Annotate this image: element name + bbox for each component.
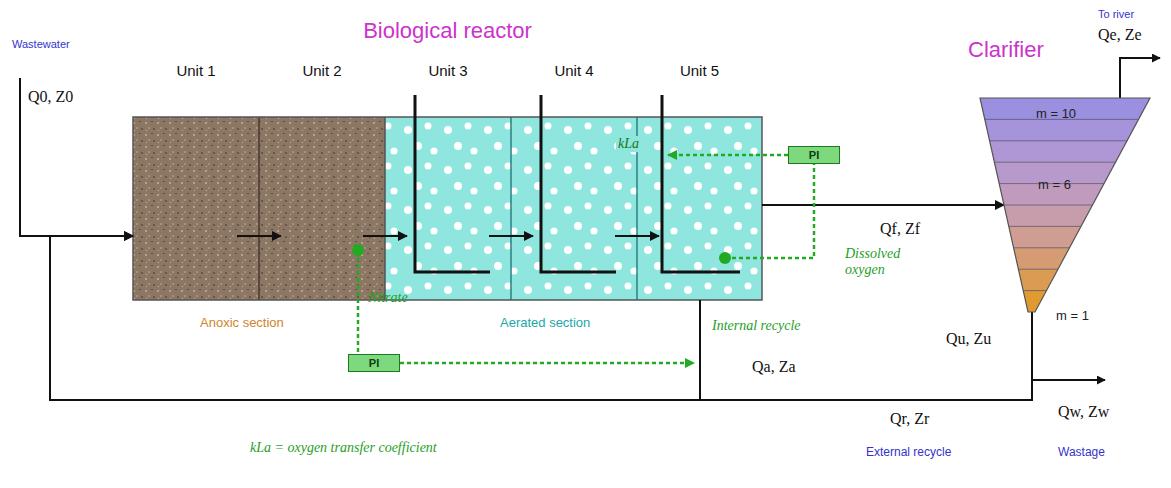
signal-line	[357, 250, 360, 354]
signal-name: Dissolved oxygen	[845, 246, 917, 278]
flow-line	[50, 236, 700, 400]
unit-wall	[258, 117, 260, 300]
control-signal	[400, 362, 694, 365]
layer-line	[960, 226, 1155, 227]
layer-line	[960, 290, 1155, 291]
flow-line	[363, 235, 407, 237]
flow-symbol: Q0, Z0	[28, 88, 73, 106]
heading: Biological reactor	[363, 18, 532, 43]
reactor-unit: Unit 1	[133, 62, 259, 300]
reactor-unit: Unit 2	[259, 62, 385, 300]
controller-label: PI	[809, 149, 819, 162]
clarifier: Clarifier m = 10 m = 6 m = 1	[960, 35, 1155, 335]
aeration-pipes	[415, 95, 740, 272]
layer-number: m = 6	[1038, 178, 1071, 193]
reactor-unit: Unit 5	[637, 62, 762, 300]
controller-box: PI	[348, 354, 400, 372]
section-name: Aerated section	[500, 316, 590, 331]
anoxic-tank	[133, 117, 385, 300]
edge-label: kLa	[616, 136, 641, 152]
stream-name: Internal recycle	[712, 318, 801, 334]
settler-layer	[960, 205, 1155, 227]
signal-name: Nitrate	[368, 290, 408, 306]
heading: Unit 3	[428, 62, 467, 79]
flow-line	[50, 236, 1032, 400]
flow-symbol: Qe, Ze	[1098, 26, 1142, 44]
effluent-line	[1120, 58, 1160, 98]
unit-wall	[510, 117, 512, 300]
reactor-unit: Unit 4	[511, 62, 637, 300]
layer-number: m = 1	[1056, 309, 1089, 324]
heading: Unit 2	[302, 62, 341, 79]
stream-name: External recycle	[866, 446, 951, 460]
flow-symbol: Qa, Za	[752, 358, 796, 376]
stream-name: To river	[1098, 8, 1134, 21]
clarifier-outline	[980, 98, 1150, 312]
signal-line	[725, 164, 814, 258]
flow-symbol: Qf, Zf	[880, 220, 920, 238]
section-name: Anoxic section	[200, 316, 284, 331]
aeration-pipe	[662, 95, 740, 272]
reactor-unit: Unit 3	[385, 62, 511, 300]
heading: Clarifier	[968, 37, 1044, 62]
settler-layer	[960, 226, 1155, 248]
unit-wall	[384, 117, 386, 300]
layer-line	[960, 205, 1155, 206]
signal-line	[668, 154, 788, 157]
settler-layer	[960, 248, 1155, 270]
aeration-pipe	[415, 95, 490, 272]
heading: Unit 5	[680, 62, 719, 79]
wastage-line	[1032, 379, 1105, 381]
aeration-pipe	[541, 95, 616, 272]
settler-layer	[960, 269, 1155, 291]
settler-layers	[960, 98, 1155, 313]
layer-number: m = 10	[1036, 107, 1076, 122]
controller-box: PI	[788, 146, 840, 164]
heading: Unit 4	[554, 62, 593, 79]
flow-symbol: Qu, Zu	[946, 330, 991, 348]
flow-line	[615, 235, 659, 237]
note: kLa = oxygen transfer coefficient	[250, 440, 437, 456]
layer-line	[960, 247, 1155, 248]
reactor-box: Unit 1 Unit 2 Unit 3 Unit 4 Unit 5 Biological…	[133, 18, 762, 300]
influent-line	[20, 78, 131, 236]
flow-symbol: Qw, Zw	[1058, 403, 1109, 421]
stream-name: Wastage	[1058, 446, 1105, 460]
flow-line	[489, 235, 533, 237]
layer-line	[960, 162, 1155, 163]
heading: Unit 1	[176, 62, 215, 79]
flow-symbol: Qr, Zr	[890, 410, 929, 428]
stream-name: Wastewater	[12, 38, 70, 51]
flow-line	[762, 204, 1004, 206]
flow-line	[237, 235, 281, 237]
controller-label: PI	[369, 357, 379, 370]
